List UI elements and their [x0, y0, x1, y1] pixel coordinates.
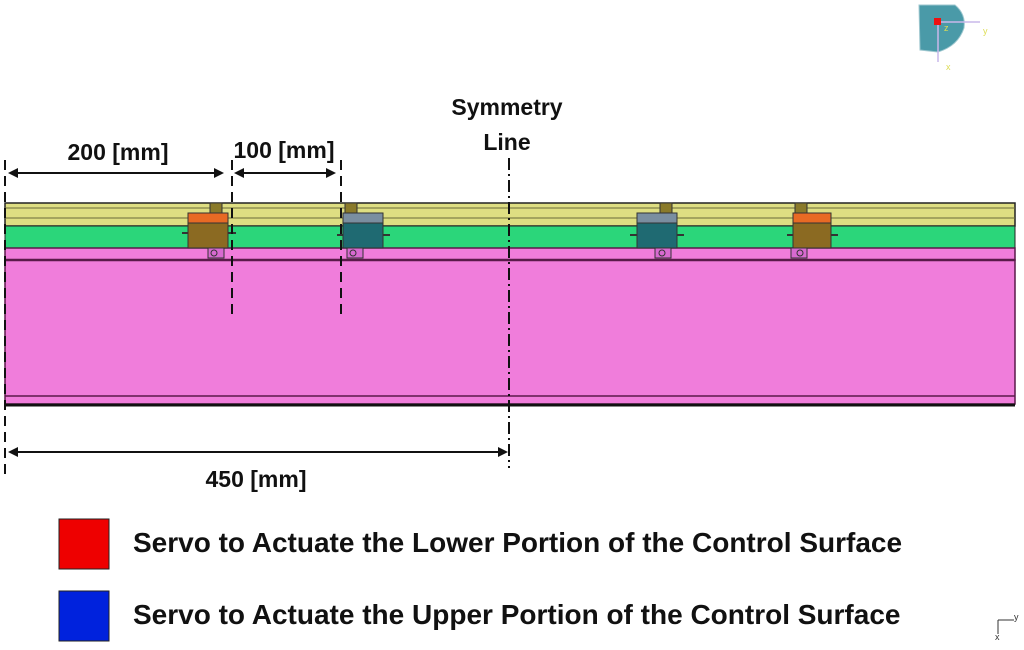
corner-axis-icon: y x	[995, 612, 1019, 642]
symmetry-line-label-line2: Line	[483, 129, 530, 155]
triad-label-y: y	[983, 26, 988, 36]
legend-swatch-lower	[58, 518, 110, 570]
orientation-triad-icon: z y x	[918, 4, 988, 72]
dimension-arrow-450	[8, 447, 508, 457]
dimension-label-100: 100 [mm]	[234, 137, 335, 163]
legend-swatch-upper	[58, 590, 110, 642]
triad-label-x: x	[946, 62, 951, 72]
dimension-label-200: 200 [mm]	[68, 139, 169, 165]
servo-2-upper	[337, 202, 390, 259]
dimension-arrow-200	[8, 168, 224, 178]
corner-label-x: x	[995, 632, 1000, 642]
triad-body-shape	[918, 4, 965, 53]
dimension-arrow-100	[234, 168, 336, 178]
servo-4-lower	[787, 202, 838, 259]
legend: Servo to Actuate the Lower Portion of th…	[58, 518, 902, 642]
triad-origin-marker	[934, 18, 941, 25]
dimension-label-450: 450 [mm]	[206, 466, 307, 492]
triad-label-z: z	[944, 23, 949, 33]
corner-label-y: y	[1014, 612, 1019, 622]
servo-1-lower	[182, 202, 236, 259]
legend-label-lower: Servo to Actuate the Lower Portion of th…	[133, 527, 902, 558]
servo-3-upper	[630, 202, 684, 259]
symmetry-line-label-line1: Symmetry	[451, 94, 562, 120]
legend-label-upper: Servo to Actuate the Upper Portion of th…	[133, 599, 900, 630]
